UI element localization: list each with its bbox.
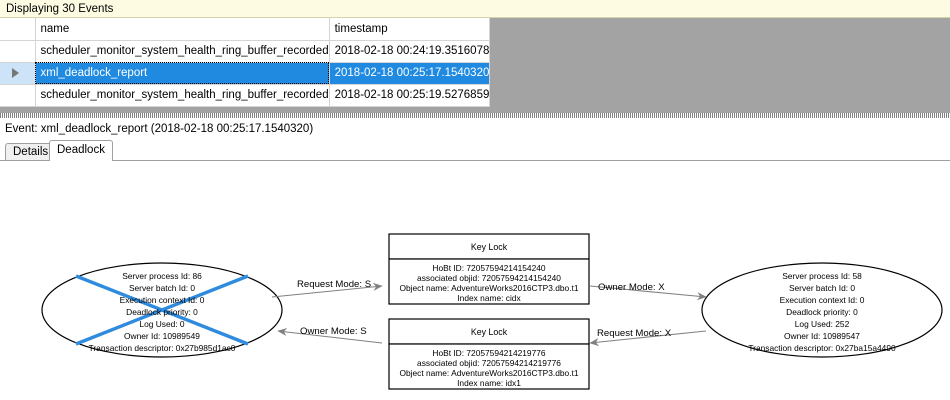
key-lock-bottom-line-2: Object name: AdventureWorks2016CTP3.dbo.… bbox=[399, 368, 578, 378]
process-left-line-0: Server process Id: 86 bbox=[122, 271, 202, 281]
key-lock-top-line-2: Object name: AdventureWorks2016CTP3.dbo.… bbox=[399, 283, 578, 293]
events-banner-text: Displaying 30 Events bbox=[6, 2, 114, 15]
process-right-line-2: Execution context Id: 0 bbox=[780, 295, 865, 305]
process-left-line-4: Log Used: 0 bbox=[139, 319, 185, 329]
table-row[interactable]: scheduler_monitor_system_health_ring_buf… bbox=[0, 40, 491, 63]
edge-left-owner-line bbox=[277, 327, 383, 344]
tab-deadlock[interactable]: Deadlock bbox=[49, 140, 113, 161]
process-right-line-0: Server process Id: 58 bbox=[782, 271, 862, 281]
table-row[interactable]: scheduler_monitor_system_health_ring_buf… bbox=[0, 84, 491, 107]
event-detail-header: Event: xml_deadlock_report (2018-02-18 0… bbox=[0, 119, 950, 138]
tab-details[interactable]: Details bbox=[5, 143, 57, 161]
edge-right-owner-label: Owner Mode: X bbox=[598, 282, 665, 293]
process-right-line-4: Log Used: 252 bbox=[795, 319, 850, 329]
process-left-line-3: Deadlock priority: 0 bbox=[126, 307, 198, 317]
row-selector-cell[interactable] bbox=[0, 62, 36, 85]
key-lock-bottom-line-0: HoBt ID: 72057594214219776 bbox=[432, 348, 545, 358]
row-selector-triangle-icon bbox=[12, 68, 19, 78]
key-lock-top-line-3: Index name: cidx bbox=[457, 293, 521, 303]
cell-timestamp[interactable]: 2018-02-18 00:24:19.3516078 bbox=[329, 40, 491, 63]
process-node-right[interactable]: Server process Id: 58 Server batch Id: 0… bbox=[701, 262, 943, 358]
resource-node-key-lock-bottom[interactable]: Key Lock HoBt ID: 72057594214219776 asso… bbox=[388, 318, 590, 390]
process-right-line-6: Transaction descriptor: 0x27ba15a4490 bbox=[748, 343, 896, 353]
cell-name[interactable]: scheduler_monitor_system_health_ring_buf… bbox=[35, 40, 330, 63]
deadlock-victim-cross-icon bbox=[75, 274, 249, 346]
cell-timestamp[interactable]: 2018-02-18 00:25:17.1540320 bbox=[329, 62, 491, 85]
events-grid[interactable]: name timestamp scheduler_monitor_system_… bbox=[0, 18, 950, 113]
events-banner: Displaying 30 Events bbox=[0, 0, 950, 18]
edge-right-request-line bbox=[589, 330, 707, 347]
table-header-row: name timestamp bbox=[0, 18, 491, 41]
edge-left-request-line bbox=[271, 282, 383, 298]
edge-right-request-label: Request Mode: X bbox=[597, 328, 672, 339]
cell-timestamp[interactable]: 2018-02-18 00:25:19.5276859 bbox=[329, 84, 491, 107]
deadlock-graph-panel[interactable]: Server process Id: 86 Server batch Id: 0… bbox=[0, 161, 950, 400]
key-lock-top-body-box bbox=[388, 258, 590, 305]
key-lock-top-line-1: associated objid: 72057594214154240 bbox=[417, 273, 561, 283]
process-left-line-1: Server batch Id: 0 bbox=[129, 283, 195, 293]
column-header-name[interactable]: name bbox=[35, 18, 330, 41]
edge-right-owner-line bbox=[589, 285, 707, 301]
key-lock-bottom-title: Key Lock bbox=[471, 327, 508, 337]
panel-splitter[interactable] bbox=[0, 113, 950, 119]
edge-left-request-label: Request Mode: S bbox=[297, 279, 371, 290]
process-left-line-5: Owner Id: 10989549 bbox=[124, 331, 200, 341]
column-header-selector bbox=[0, 18, 36, 41]
cell-name[interactable]: scheduler_monitor_system_health_ring_buf… bbox=[35, 84, 330, 107]
table-row-selected[interactable]: xml_deadlock_report 2018-02-18 00:25:17.… bbox=[0, 62, 491, 85]
key-lock-top-line-0: HoBt ID: 72057594214154240 bbox=[432, 263, 545, 273]
process-right-line-1: Server batch Id: 0 bbox=[789, 283, 855, 293]
process-left-line-2: Execution context Id: 0 bbox=[120, 295, 205, 305]
events-table: name timestamp scheduler_monitor_system_… bbox=[0, 18, 491, 107]
key-lock-bottom-line-1: associated objid: 72057594214219776 bbox=[417, 358, 561, 368]
key-lock-top-title: Key Lock bbox=[471, 242, 508, 252]
key-lock-bottom-line-3: Index name: idx1 bbox=[457, 378, 521, 388]
tab-strip: Details Deadlock bbox=[0, 140, 950, 161]
key-lock-bottom-body-box bbox=[388, 343, 590, 390]
cell-name[interactable]: xml_deadlock_report bbox=[35, 62, 330, 85]
process-left-line-6: Transaction descriptor: 0x27b985d1ac0 bbox=[89, 343, 236, 353]
row-selector-cell[interactable] bbox=[0, 84, 36, 107]
tab-underline bbox=[0, 160, 950, 161]
process-right-line-5: Owner Id: 10989547 bbox=[784, 331, 860, 341]
process-node-left[interactable]: Server process Id: 86 Server batch Id: 0… bbox=[41, 262, 283, 358]
column-header-timestamp[interactable]: timestamp bbox=[329, 18, 491, 41]
row-selector-cell[interactable] bbox=[0, 40, 36, 63]
key-lock-bottom-title-box bbox=[388, 318, 590, 345]
process-ellipse-right bbox=[701, 262, 943, 358]
deadlock-edges: Request Mode: S Owner Mode: X Owner Mode… bbox=[271, 279, 707, 347]
edge-left-owner-label: Owner Mode: S bbox=[300, 326, 367, 337]
process-right-line-3: Deadlock priority: 0 bbox=[786, 307, 858, 317]
resource-node-key-lock-top[interactable]: Key Lock HoBt ID: 72057594214154240 asso… bbox=[388, 233, 590, 305]
